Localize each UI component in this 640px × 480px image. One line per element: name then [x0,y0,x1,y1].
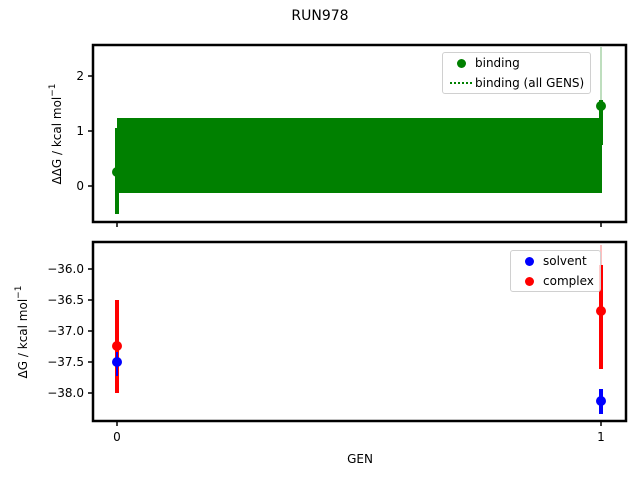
bottom-legend: solvent complex [510,250,601,292]
dot-marker-icon [515,256,543,266]
svg-text:−36.0: −36.0 [47,262,84,276]
dot-marker-icon [515,276,543,286]
svg-text:−38.0: −38.0 [47,386,84,400]
top-legend: binding binding (all GENS) [442,52,592,94]
legend-item-complex: complex [511,271,600,291]
svg-text:−36.5: −36.5 [47,293,84,307]
svg-text:0: 0 [113,430,121,444]
top-axes-frame [91,43,628,224]
solvent-point-gen1 [596,396,606,406]
bottom-xticklabels: 0 1 [113,430,605,444]
binding-point-gen1 [596,101,606,111]
svg-text:2: 2 [76,69,84,83]
complex-point-gen1 [596,306,606,316]
svg-text:0: 0 [76,179,84,193]
svg-text:−37.5: −37.5 [47,355,84,369]
binding-all-gens-band [117,118,602,193]
x-axis-label: GEN [347,452,373,466]
svg-text:1: 1 [76,124,84,138]
bottom-plot-area [88,240,628,426]
top-ylabel: ΔΔG / kcal mol−1 [48,83,64,184]
solvent-point-gen0 [112,357,122,367]
legend-label: complex [543,274,594,288]
figure-title: RUN978 [291,8,349,24]
svg-text:1: 1 [597,430,605,444]
bottom-yticklabels: −36.0 −36.5 −37.0 −37.5 −38.0 [47,262,84,400]
legend-item-binding: binding [443,53,590,73]
dotted-line-icon [447,82,475,84]
legend-label: binding [475,56,520,70]
top-yticklabels: 2 1 0 [76,69,84,193]
legend-item-binding-all-gens: binding (all GENS) [443,73,590,93]
complex-point-gen0 [112,341,122,351]
dot-marker-icon [447,58,475,68]
legend-label: solvent [543,254,587,268]
svg-text:−37.0: −37.0 [47,324,84,338]
legend-label: binding (all GENS) [475,76,585,90]
binding-point-gen0 [112,167,122,177]
bottom-ylabel: ΔG / kcal mol−1 [14,286,30,379]
legend-item-solvent: solvent [511,251,600,271]
top-plot-area [88,43,628,227]
